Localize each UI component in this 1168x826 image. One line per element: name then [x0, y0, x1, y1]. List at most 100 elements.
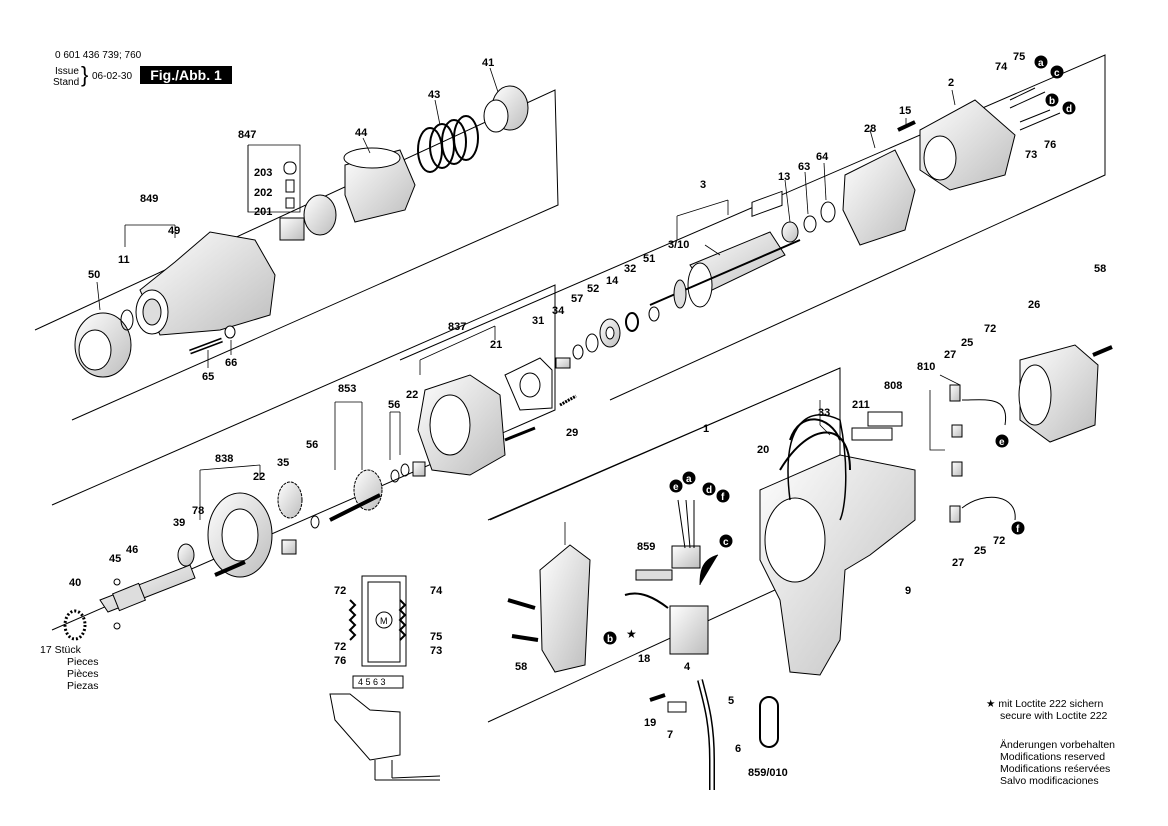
part-859-switch-actuator: [635, 545, 701, 581]
part-50-cap: [74, 312, 132, 378]
connector-b-switch: b: [603, 631, 617, 645]
part-11-ring: [120, 309, 134, 331]
svg-text:c: c: [723, 537, 729, 548]
svg-text:e: e: [999, 437, 1005, 448]
label-56-b: 56: [306, 439, 318, 451]
label-34: 34: [552, 305, 565, 317]
issue-label: Issue: [55, 66, 79, 77]
loctite-line: secure with Loctite 222: [1000, 710, 1108, 722]
part-1-handle-cover: [539, 544, 591, 673]
connector-a-top: a: [1034, 55, 1048, 69]
figure-title: Fig./Abb. 1: [140, 66, 232, 84]
part-853-gear: [329, 469, 383, 522]
stand-label: Stand: [53, 77, 80, 88]
connector-c-switch: c: [719, 534, 733, 548]
label-27-b: 27: [952, 557, 964, 569]
svg-text:d: d: [1066, 104, 1072, 115]
label-57: 57: [571, 293, 583, 305]
label-859: 859: [637, 541, 655, 553]
issue-brace: }: [81, 62, 89, 87]
label-19: 19: [644, 717, 656, 729]
quantity-note-line: Pièces: [67, 668, 99, 680]
label-22-a: 22: [406, 389, 418, 401]
wiring-label-73: 73: [430, 645, 442, 657]
label-211: 211: [852, 399, 870, 411]
label-27-a: 27: [944, 349, 956, 361]
part-808-plate: [867, 411, 903, 427]
part-26-cover: [1018, 344, 1099, 443]
part-49-housing: [135, 231, 276, 336]
label-14: 14: [606, 275, 619, 287]
label-3-10: 3/10: [668, 239, 689, 251]
label-78: 78: [192, 505, 204, 517]
label-4: 4: [684, 661, 691, 673]
modifications-line: Modifications reśervées: [1000, 763, 1111, 775]
wiring-label-76: 76: [334, 655, 346, 667]
part-58-screw: [1092, 345, 1113, 357]
part-number: 0 601 436 739; 760: [55, 50, 142, 61]
loctite-note: ★ mit Loctite 222 sichern secure with Lo…: [986, 698, 1107, 722]
svg-text:d: d: [706, 485, 712, 496]
part-40-ball-ring: [63, 609, 87, 641]
label-25-a: 25: [961, 337, 973, 349]
connector-d-switch: d: [702, 482, 716, 496]
label-201: 201: [254, 206, 272, 218]
svg-text:b: b: [1049, 96, 1055, 107]
part-39-bearing: [177, 543, 195, 567]
label-9: 9: [905, 585, 911, 597]
part-838-planet-carrier: [207, 492, 273, 578]
label-853: 853: [338, 383, 356, 395]
part-57-washer: [572, 344, 584, 360]
label-837: 837: [448, 321, 466, 333]
wiring-label-72-a: 72: [334, 585, 346, 597]
leader-lines: [96, 67, 961, 545]
loctite-line: mit Loctite 222 sichern: [998, 698, 1104, 710]
panel-top: [34, 89, 559, 421]
modifications-line: Modifications reserved: [1000, 751, 1106, 763]
label-73-top: 73: [1025, 149, 1037, 161]
label-72-a: 72: [984, 323, 996, 335]
label-51: 51: [643, 253, 655, 265]
label-63: 63: [798, 161, 810, 173]
part-31-plate: [504, 357, 553, 411]
label-41: 41: [482, 57, 494, 69]
panel-left-bottom: [51, 284, 556, 631]
label-810: 810: [917, 361, 935, 373]
issue-date: 06-02-30: [92, 71, 133, 82]
label-847: 847: [238, 129, 256, 141]
part-45-ball-b: [113, 622, 121, 630]
part-847-anvil: [279, 161, 337, 241]
quantity-note-line: 17 Stück: [40, 644, 81, 656]
label-838: 838: [215, 453, 233, 465]
part-56-washer-c: [310, 515, 320, 529]
label-3: 3: [700, 179, 706, 191]
parts-73-76-wires: [1009, 87, 1061, 131]
connector-a-switch: a: [682, 471, 696, 485]
label-46: 46: [126, 544, 138, 556]
label-40: 40: [69, 577, 81, 589]
part-9-motor-housing: [759, 418, 916, 676]
svg-text:a: a: [686, 474, 692, 485]
label-7: 7: [667, 729, 673, 741]
label-32: 32: [624, 263, 636, 275]
label-1: 1: [703, 423, 709, 435]
label-50: 50: [88, 269, 100, 281]
motor-symbol-label: M: [380, 616, 388, 626]
label-39: 39: [173, 517, 185, 529]
label-13: 13: [778, 171, 790, 183]
part-211-plate: [851, 427, 893, 441]
part-43-spring: [417, 115, 479, 173]
part-45-ball: [113, 578, 121, 586]
label-28: 28: [864, 123, 876, 135]
part-19-screw: [649, 693, 666, 702]
label-22-b: 22: [253, 471, 265, 483]
label-33: 33: [818, 407, 830, 419]
label-49: 49: [168, 225, 180, 237]
label-75-top: 75: [1013, 51, 1025, 63]
part-20-label: [751, 190, 783, 217]
part-66-washer: [224, 325, 236, 339]
label-11: 11: [118, 254, 130, 266]
part-2-field: [919, 99, 1016, 191]
part-63-ring: [803, 215, 817, 233]
svg-text:f: f: [1016, 524, 1020, 535]
